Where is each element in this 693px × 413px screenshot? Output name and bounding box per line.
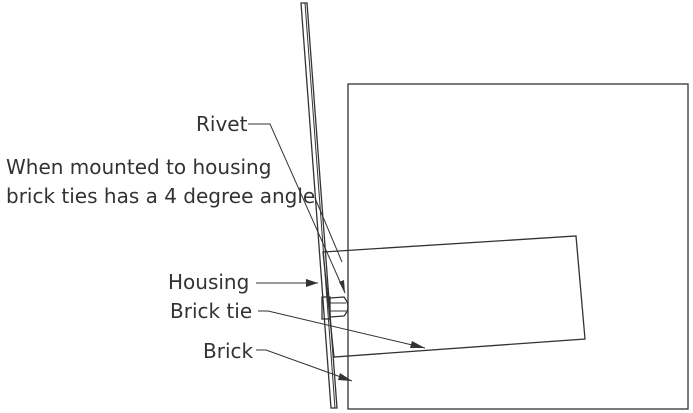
brick-leader bbox=[256, 349, 353, 382]
rivet-leader bbox=[248, 123, 346, 294]
housing-leader bbox=[256, 279, 318, 287]
brick-block bbox=[347, 83, 689, 410]
angle-note-leader bbox=[314, 197, 343, 263]
rivet-icon bbox=[321, 296, 349, 320]
brick-tie-leader bbox=[258, 310, 426, 349]
rivet-label: Rivet bbox=[196, 112, 248, 136]
brick-label: Brick bbox=[203, 339, 253, 363]
brick-tie-plate bbox=[322, 235, 586, 358]
brick-tie-label: Brick tie bbox=[170, 299, 252, 323]
housing-label: Housing bbox=[168, 270, 249, 294]
angle-note-line2: brick ties has a 4 degree angle bbox=[6, 184, 315, 208]
angle-note-line1: When mounted to housing bbox=[6, 155, 271, 179]
housing-inner-edge bbox=[304, 2, 336, 409]
